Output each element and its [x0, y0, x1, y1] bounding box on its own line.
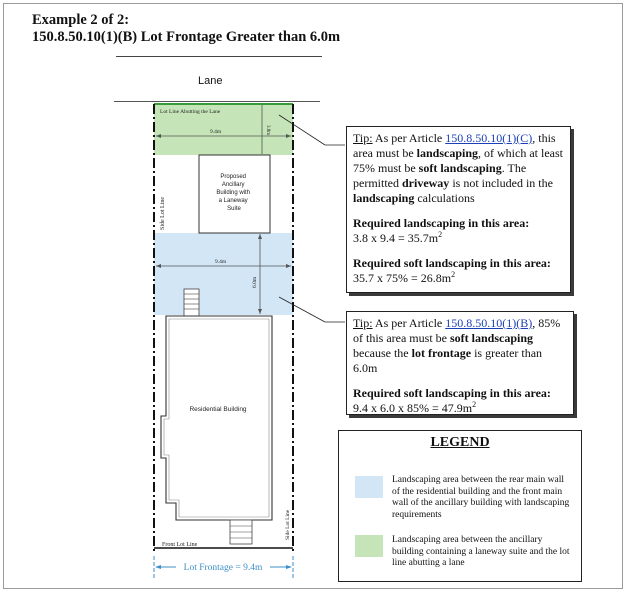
article-link-b[interactable]: 150.8.50.10(1)(B) [445, 316, 533, 330]
required-soft-landscaping-label-2: Required soft landscaping in this area: [353, 386, 551, 400]
required-soft-landscaping-value-2: 9.4 x 6.0 x 85% = 47.9m2 [353, 400, 477, 416]
figure-frame [3, 3, 623, 589]
front-lot-line-label: Front Lot Line [162, 542, 198, 548]
side-lot-line-right-label: Side Lot Line [285, 509, 291, 540]
tip-box-middle-area: Tip: As per Article 150.8.50.10(1)(B), 8… [346, 311, 574, 415]
lane-label: Lane [198, 75, 223, 87]
legend-item-green: Landscaping area between the ancillary b… [392, 535, 570, 568]
tip1-leader [278, 114, 326, 146]
middle-landscaping-zone [154, 233, 293, 315]
required-landscaping-value: 3.8 x 9.4 = 35.7m2 [353, 230, 443, 246]
dim-9-4m-top: 9.4m [210, 129, 222, 135]
lot-line-abutting-label: Lot Line Abutting the Lane [160, 109, 221, 115]
tip2-leader [278, 296, 326, 323]
dim-9-4m-middle: 9.4m [215, 259, 227, 265]
example-heading: Example 2 of 2: [32, 12, 130, 28]
legend-item-blue: Landscaping area between the rear main w… [392, 475, 570, 520]
required-soft-landscaping-label: Required soft landscaping in this area: [353, 256, 551, 270]
title-rule [116, 56, 322, 57]
required-soft-landscaping-value: 35.7 x 75% = 26.8m2 [353, 270, 456, 286]
figure-title: 150.8.50.10(1)(B) Lot Frontage Greater t… [32, 29, 341, 45]
dim-3-8m: 3.8m [265, 125, 270, 135]
ancillary-building [198, 154, 271, 234]
residential-building-label: Residential Building [189, 406, 246, 413]
ancillary-building-label: Proposed Ancillary Building with a Lanew… [216, 174, 251, 212]
lot-frontage-label: Lot Frontage = 9.4m [184, 563, 263, 573]
rear-stairs [183, 288, 200, 317]
rear-landscaping-zone [154, 104, 293, 155]
legend-title: LEGEND [430, 435, 490, 450]
legend-swatch-green [355, 535, 383, 557]
article-link-c[interactable]: 150.8.50.10(1)(C) [445, 131, 533, 145]
dim-6-0m: 6.0m [252, 276, 258, 288]
required-landscaping-label: Required landscaping in this area: [353, 216, 530, 230]
legend-swatch-blue [355, 476, 383, 498]
legend: LEGEND Landscaping area between the rear… [338, 430, 582, 582]
side-lot-line-left-label: Side Lot Line [160, 197, 166, 230]
residential-building [160, 315, 273, 521]
lane-line [114, 101, 320, 102]
tip-box-rear-area: Tip: As per Article 150.8.50.10(1)(C), t… [346, 126, 571, 293]
